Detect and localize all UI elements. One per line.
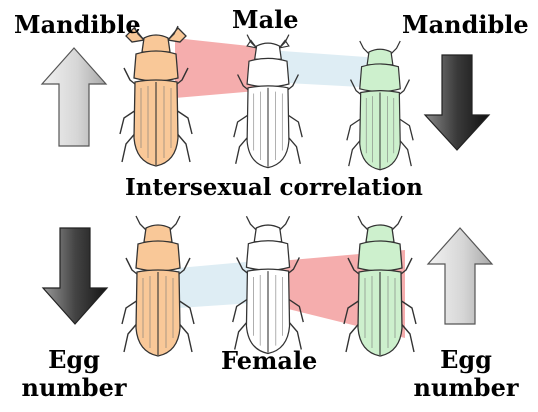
egg-label-right-line2: number bbox=[404, 374, 528, 402]
egg-up-arrow-icon bbox=[428, 228, 492, 324]
egg-down-arrow-icon bbox=[43, 228, 107, 324]
egg-number-label-right: Egg number bbox=[404, 346, 528, 403]
mandible-label-right: Mandible bbox=[402, 13, 529, 37]
mandible-down-arrow-icon bbox=[425, 55, 489, 150]
female-label: Female bbox=[221, 349, 317, 373]
mandible-label-left: Mandible bbox=[14, 13, 141, 37]
mandible-up-arrow-icon bbox=[42, 48, 106, 146]
egg-label-left-line1: Egg bbox=[14, 346, 134, 374]
egg-label-right-line1: Egg bbox=[404, 346, 528, 374]
egg-label-left-line2: number bbox=[14, 374, 134, 402]
male-label: Male bbox=[232, 8, 299, 32]
intersexual-correlation-label: Intersexual correlation bbox=[125, 176, 423, 199]
egg-number-label-left: Egg number bbox=[14, 346, 134, 403]
